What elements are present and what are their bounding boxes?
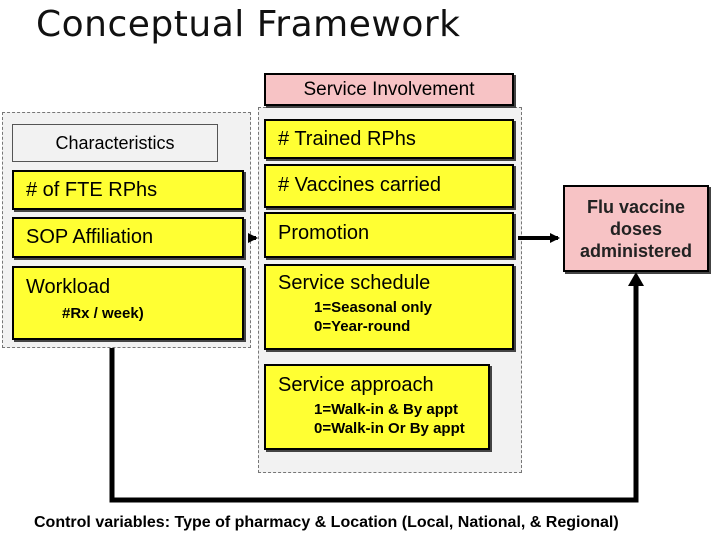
control-feedback-arrowhead <box>628 272 644 286</box>
service-schedule-label: Service schedule <box>278 272 431 294</box>
outcome-box: Flu vaccine doses administered <box>563 185 709 272</box>
service-approach: Service approach 1=Walk-in & By appt 0=W… <box>264 364 490 450</box>
service-promotion-label: Promotion <box>278 222 370 244</box>
service-involvement-header-label: Service Involvement <box>303 78 475 100</box>
characteristic-fte-rphs: # of FTE RPhs <box>12 170 244 210</box>
service-involvement-header: Service Involvement <box>264 73 514 106</box>
service-vaccines-carried-label: # Vaccines carried <box>278 174 442 196</box>
page-title: Conceptual Framework <box>36 4 461 45</box>
service-schedule: Service schedule 1=Seasonal only 0=Year-… <box>264 264 514 350</box>
control-variables-text: Control variables: Type of pharmacy & Lo… <box>34 514 619 531</box>
service-schedule-note-seasonal: 1=Seasonal only <box>314 299 432 316</box>
outcome-line-3: administered <box>579 240 693 261</box>
outcome-line-2: doses <box>609 218 662 239</box>
characteristics-header: Characteristics <box>12 124 218 162</box>
characteristic-sop-affiliation-label: SOP Affiliation <box>26 226 154 248</box>
characteristic-sop-affiliation: SOP Affiliation <box>12 217 244 258</box>
control-feedback-line <box>109 284 639 503</box>
service-vaccines-carried: # Vaccines carried <box>264 164 514 208</box>
characteristic-fte-rphs-label: # of FTE RPhs <box>26 178 158 201</box>
service-approach-label: Service approach <box>278 374 434 396</box>
characteristic-workload-note: #Rx / week) <box>62 305 144 322</box>
service-trained-rphs: # Trained RPhs <box>264 119 514 159</box>
characteristic-workload: Workload #Rx / week) <box>12 266 244 340</box>
outcome-line-1: Flu vaccine <box>586 196 686 217</box>
service-schedule-note-year-round: 0=Year-round <box>314 318 411 335</box>
service-approach-note-either: 0=Walk-in Or By appt <box>314 420 465 437</box>
characteristic-workload-label: Workload <box>26 276 111 298</box>
service-promotion: Promotion <box>264 212 514 258</box>
characteristics-header-label: Characteristics <box>55 132 175 153</box>
service-trained-rphs-label: # Trained RPhs <box>278 127 416 150</box>
service-approach-note-both: 1=Walk-in & By appt <box>314 401 459 418</box>
